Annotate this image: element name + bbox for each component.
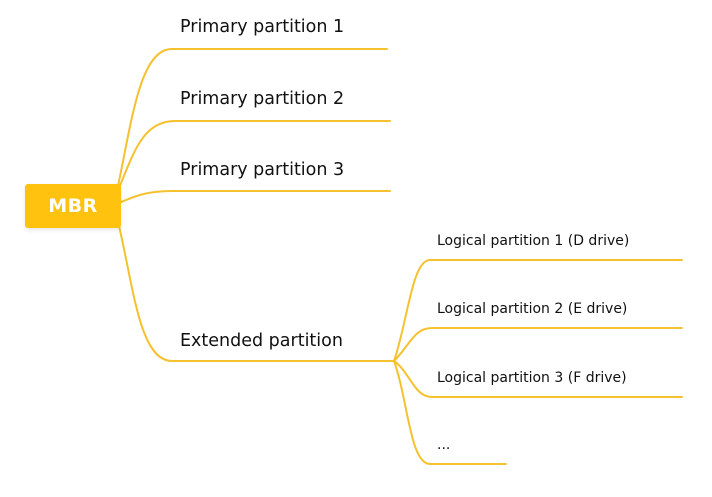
node-logical-partition-3: Logical partition 3 (F drive) [437, 370, 627, 386]
node-logical-partition-2: Logical partition 2 (E drive) [437, 301, 628, 317]
connector-logical-partition-1 [393, 259, 683, 362]
root-label: MBR [48, 195, 98, 217]
node-primary-partition-1: Primary partition 1 [180, 17, 345, 37]
node-primary-partition-2: Primary partition 2 [180, 89, 345, 109]
node-logical-partition-1: Logical partition 1 (D drive) [437, 233, 630, 249]
connector-logical-partition-2 [393, 327, 683, 362]
connector-primary-partition-3 [118, 190, 391, 204]
connector-primary-partition-1 [117, 48, 388, 187]
root-node-mbr: MBR [25, 184, 121, 228]
connector-logical-ellipsis [393, 360, 507, 465]
node-primary-partition-3: Primary partition 3 [180, 160, 345, 180]
connector-extended-partition [118, 225, 395, 362]
connector-primary-partition-2 [118, 120, 391, 189]
node-extended-partition: Extended partition [180, 331, 343, 351]
node-logical-ellipsis: ... [437, 437, 451, 453]
connector-logical-partition-3 [393, 360, 683, 398]
